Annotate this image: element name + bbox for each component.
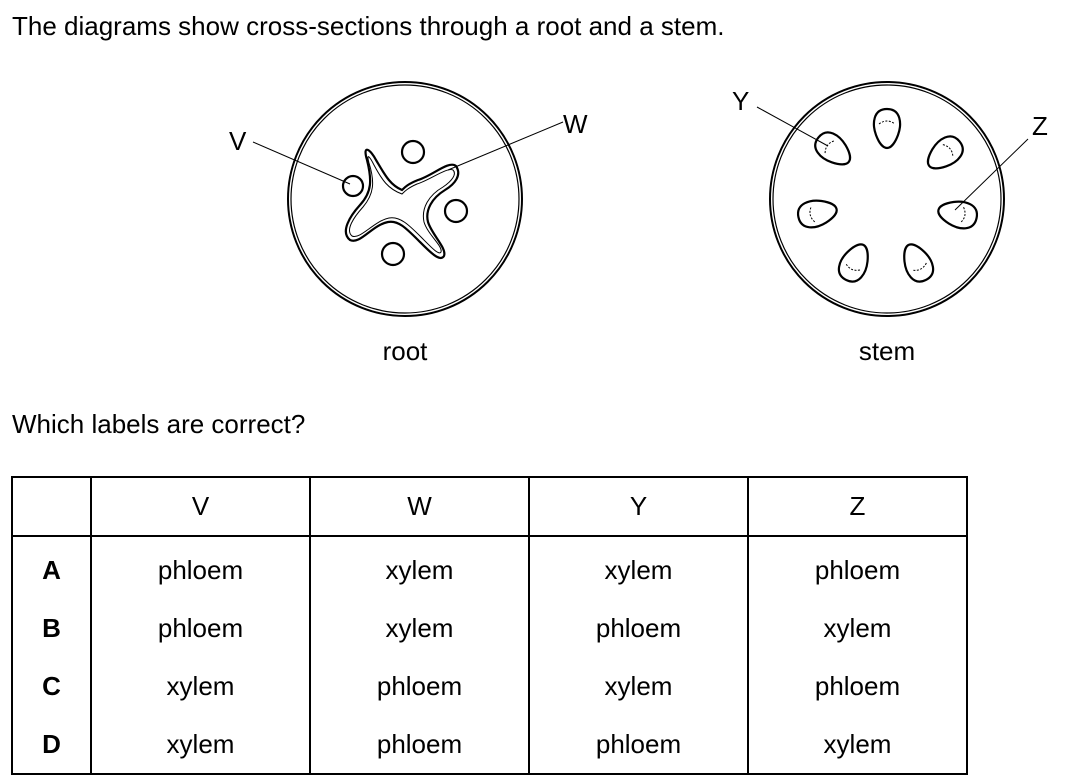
label-line-z [954,138,1029,211]
root-phloem-bottom [380,241,406,267]
cell-y: phloem [528,599,749,657]
root-diagram [252,81,564,317]
stem-caption: stem [859,336,915,366]
stem-outline [769,81,1005,317]
cell-v: phloem [90,599,311,657]
header-v: V [90,476,311,537]
header-z: Z [747,476,968,537]
table-row[interactable]: B phloem xylem phloem xylem [11,599,968,657]
cell-w: phloem [309,657,530,715]
vascular-bundle [797,199,838,229]
cell-y: xylem [528,657,749,715]
question-prompt: Which labels are correct? [12,409,306,439]
root-caption: root [383,336,429,366]
vascular-bundle [814,131,852,166]
cell-y: phloem [528,715,749,775]
cell-y: xylem [528,536,749,599]
cell-v: phloem [90,536,311,599]
cell-z: xylem [747,715,968,775]
vascular-bundle [872,107,902,150]
label-z: Z [1032,111,1048,141]
root-outline-inner [290,84,520,314]
label-v: V [229,126,247,156]
cell-z: phloem [747,657,968,715]
header-y: Y [528,476,749,537]
vascular-bundle [903,243,935,283]
cell-v: xylem [90,715,311,775]
label-line-w [447,121,564,171]
header-w: W [309,476,530,537]
cell-w: xylem [309,536,530,599]
vascular-bundles [797,107,978,283]
question-intro: The diagrams show cross-sections through… [12,11,725,41]
root-xylem-star-inner [349,156,455,254]
option-label: B [11,599,92,657]
table-row[interactable]: C xylem phloem xylem phloem [11,657,968,715]
root-phloem-top [400,139,426,165]
label-line-v [252,141,351,185]
label-line-y [756,106,829,147]
cell-w: xylem [309,599,530,657]
cell-z: phloem [747,536,968,599]
vascular-bundle [837,243,869,283]
stem-diagram [756,81,1029,317]
label-w: W [563,109,588,139]
table-row[interactable]: D xylem phloem phloem xylem [11,715,968,775]
cross-section-diagrams: V W Y Z root stem [229,81,1048,366]
option-label: D [11,715,92,775]
root-outline [287,81,523,317]
header-option-cell [11,476,92,537]
cell-w: phloem [309,715,530,775]
label-y: Y [732,86,749,116]
table-header-row: V W Y Z [11,476,968,537]
vascular-bundle [926,135,964,170]
root-phloem-left [341,174,365,198]
option-label: C [11,657,92,715]
vascular-bundle [937,200,978,230]
stem-outline-inner [772,84,1002,314]
table-row[interactable]: A phloem xylem xylem phloem [11,536,968,599]
cell-v: xylem [90,657,311,715]
cell-z: xylem [747,599,968,657]
option-label: A [11,536,92,599]
root-phloem-right [443,198,469,224]
answer-table: V W Y Z A phloem xylem xylem phloem B ph… [11,476,968,775]
root-xylem-star [344,148,460,259]
